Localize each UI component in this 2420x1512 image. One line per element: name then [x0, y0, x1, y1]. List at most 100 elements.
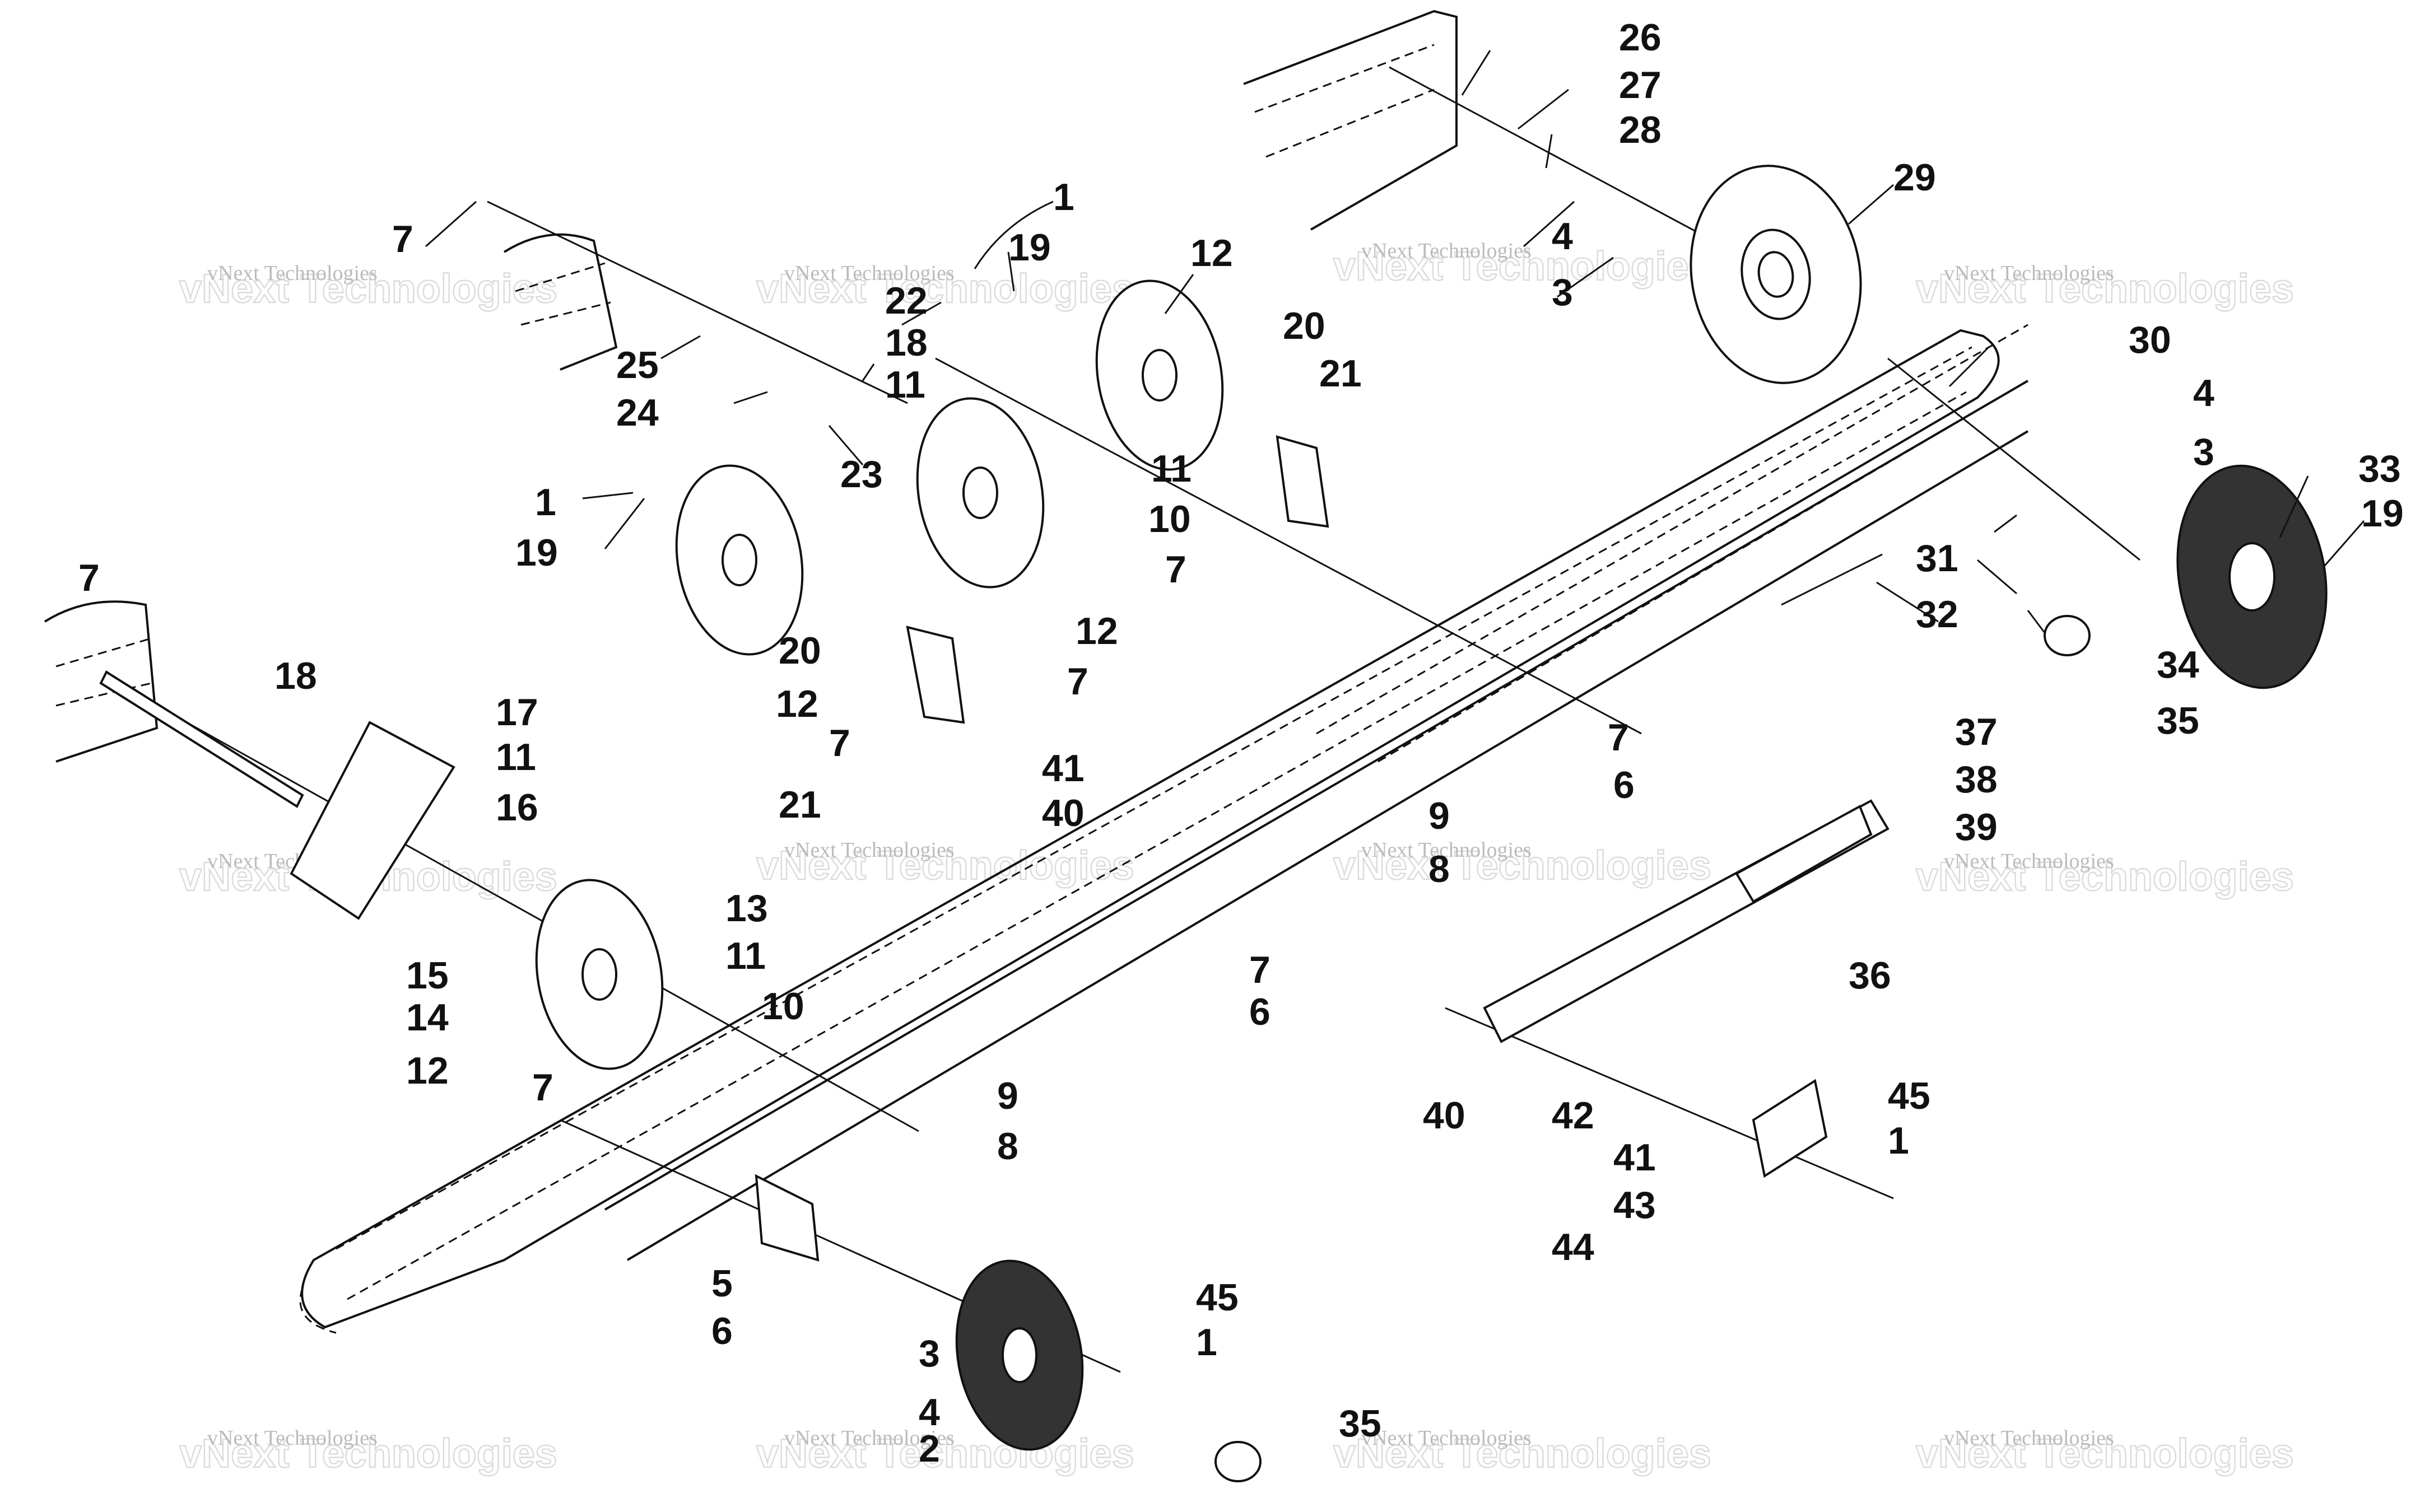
watermark-11: vNext Technologies vNext Technologies	[1333, 1426, 1712, 1477]
callout-38: 38	[1955, 758, 1998, 801]
watermark-small-text: vNext Technologies	[1944, 850, 2114, 873]
watermark-small-text: vNext Technologies	[1361, 1426, 1532, 1450]
callout-9: 9	[997, 1075, 1018, 1117]
callout-43: 43	[1613, 1184, 1656, 1226]
callout-19: 19	[2361, 492, 2404, 535]
idler-wheel-29	[1690, 165, 1862, 384]
callout-2: 2	[919, 1427, 940, 1470]
pivot-arm-17	[290, 721, 455, 920]
callout-37: 37	[1955, 711, 1998, 753]
callout-17: 17	[496, 691, 538, 734]
watermark-big-text: vNext Technologies	[756, 1431, 1134, 1476]
callout-45: 45	[1888, 1075, 1930, 1117]
callout-10: 10	[762, 985, 804, 1028]
watermark-big-text: vNext Technologies	[179, 1431, 557, 1476]
callout-24: 24	[616, 391, 659, 434]
callout-45: 45	[1196, 1276, 1239, 1319]
frame-section-left	[44, 600, 159, 763]
callout-7: 7	[1165, 548, 1186, 591]
shaft-32	[1781, 553, 1883, 606]
callout-7: 7	[1608, 716, 1629, 759]
wheel-12-lower	[535, 879, 664, 1070]
callout-21: 21	[1319, 352, 1362, 395]
right-side-rail	[299, 329, 2000, 1334]
callout-41: 41	[1042, 747, 1085, 790]
axle-lines	[106, 66, 2140, 1373]
callout-6: 6	[1249, 991, 1270, 1033]
callout-6: 6	[711, 1310, 733, 1352]
watermark-3: vNext Technologies vNext Technologies	[1333, 239, 1712, 290]
callout-1: 1	[1053, 176, 1074, 218]
callout-40: 40	[1042, 792, 1085, 834]
callout-7: 7	[1249, 949, 1270, 991]
callout-19: 19	[1008, 226, 1051, 269]
callout-29: 29	[1893, 156, 1936, 199]
callout-3: 3	[1552, 271, 1573, 314]
callout-8: 8	[997, 1125, 1018, 1168]
shock-arm-36	[1483, 799, 1890, 1043]
callout-9: 9	[1428, 795, 1450, 837]
callout-3: 3	[919, 1332, 940, 1375]
wheel-12-middle	[916, 397, 1045, 589]
callout-25: 25	[616, 344, 659, 386]
bracket-21-middle	[906, 626, 965, 724]
watermark-2: vNext Technologies vNext Technologies	[756, 262, 1135, 312]
watermark-7: vNext Technologies vNext Technologies	[1333, 838, 1712, 889]
watermark-big-text: vNext Technologies	[756, 267, 1134, 311]
watermark-8: vNext Technologies vNext Technologies	[1915, 850, 2295, 900]
callout-4: 4	[919, 1391, 940, 1434]
callout-33: 33	[2358, 447, 2401, 490]
callout-44: 44	[1552, 1226, 1594, 1268]
watermark-1: vNext Technologies vNext Technologies	[179, 262, 558, 312]
bracket-21-top	[1276, 435, 1329, 528]
plug-35-right	[2044, 615, 2091, 656]
callout-11: 11	[725, 935, 766, 977]
callout-12: 12	[1190, 232, 1233, 274]
watermark-big-text: vNext Technologies	[1916, 855, 2294, 899]
callout-14: 14	[406, 996, 449, 1039]
callout-18: 18	[885, 321, 928, 364]
callout-19: 19	[515, 531, 558, 574]
callout-26: 26	[1619, 16, 1662, 59]
callout-15: 15	[406, 954, 449, 997]
callout-34: 34	[2157, 643, 2199, 686]
spoked-wheel-33	[2176, 464, 2328, 689]
watermark-big-text: vNext Technologies	[1333, 244, 1711, 289]
wheel-12-top	[1095, 279, 1224, 471]
watermark-10: vNext Technologies vNext Technologies	[756, 1426, 1135, 1477]
track-frame-top-right	[1243, 10, 1458, 231]
callout-labels: 1 1 1 1 2 3 3 3 4 4 4 5 6 6 6 7 7 7 7 7 …	[78, 16, 2404, 1470]
watermark-layer: vNext Technologies vNext Technologies vN…	[179, 239, 2295, 1477]
callout-11: 11	[1151, 447, 1192, 490]
callout-7: 7	[829, 722, 850, 764]
callout-40: 40	[1423, 1094, 1465, 1137]
callout-4: 4	[2193, 372, 2214, 414]
callout-18: 18	[274, 655, 317, 697]
callout-6: 6	[1613, 764, 1635, 806]
callout-3: 3	[2193, 431, 2214, 473]
callout-8: 8	[1428, 848, 1450, 890]
callout-28: 28	[1619, 109, 1662, 151]
watermark-big-text: vNext Technologies	[1333, 843, 1711, 888]
callout-32: 32	[1916, 593, 1958, 636]
callout-4: 4	[1552, 215, 1573, 258]
callout-13: 13	[725, 887, 768, 930]
callout-21: 21	[779, 783, 821, 826]
watermark-small-text: vNext Technologies	[207, 1426, 378, 1450]
watermark-big-text: vNext Technologies	[1916, 267, 2294, 311]
watermark-small-text: vNext Technologies	[784, 838, 955, 862]
callout-42: 42	[1552, 1094, 1594, 1137]
bracket-44	[1752, 1079, 1828, 1178]
callout-1: 1	[1888, 1119, 1909, 1162]
callout-5: 5	[711, 1262, 733, 1305]
callout-10: 10	[1148, 498, 1191, 540]
watermark-small-text: vNext Technologies	[784, 262, 955, 285]
callout-11: 11	[496, 736, 536, 778]
watermark-4: vNext Technologies vNext Technologies	[1915, 262, 2295, 312]
watermark-small-text: vNext Technologies	[1944, 1426, 2114, 1450]
left-side-rail	[604, 324, 2029, 1261]
callout-39: 39	[1955, 806, 1998, 848]
watermark-big-text: vNext Technologies	[179, 267, 557, 311]
callout-7: 7	[1067, 660, 1088, 703]
